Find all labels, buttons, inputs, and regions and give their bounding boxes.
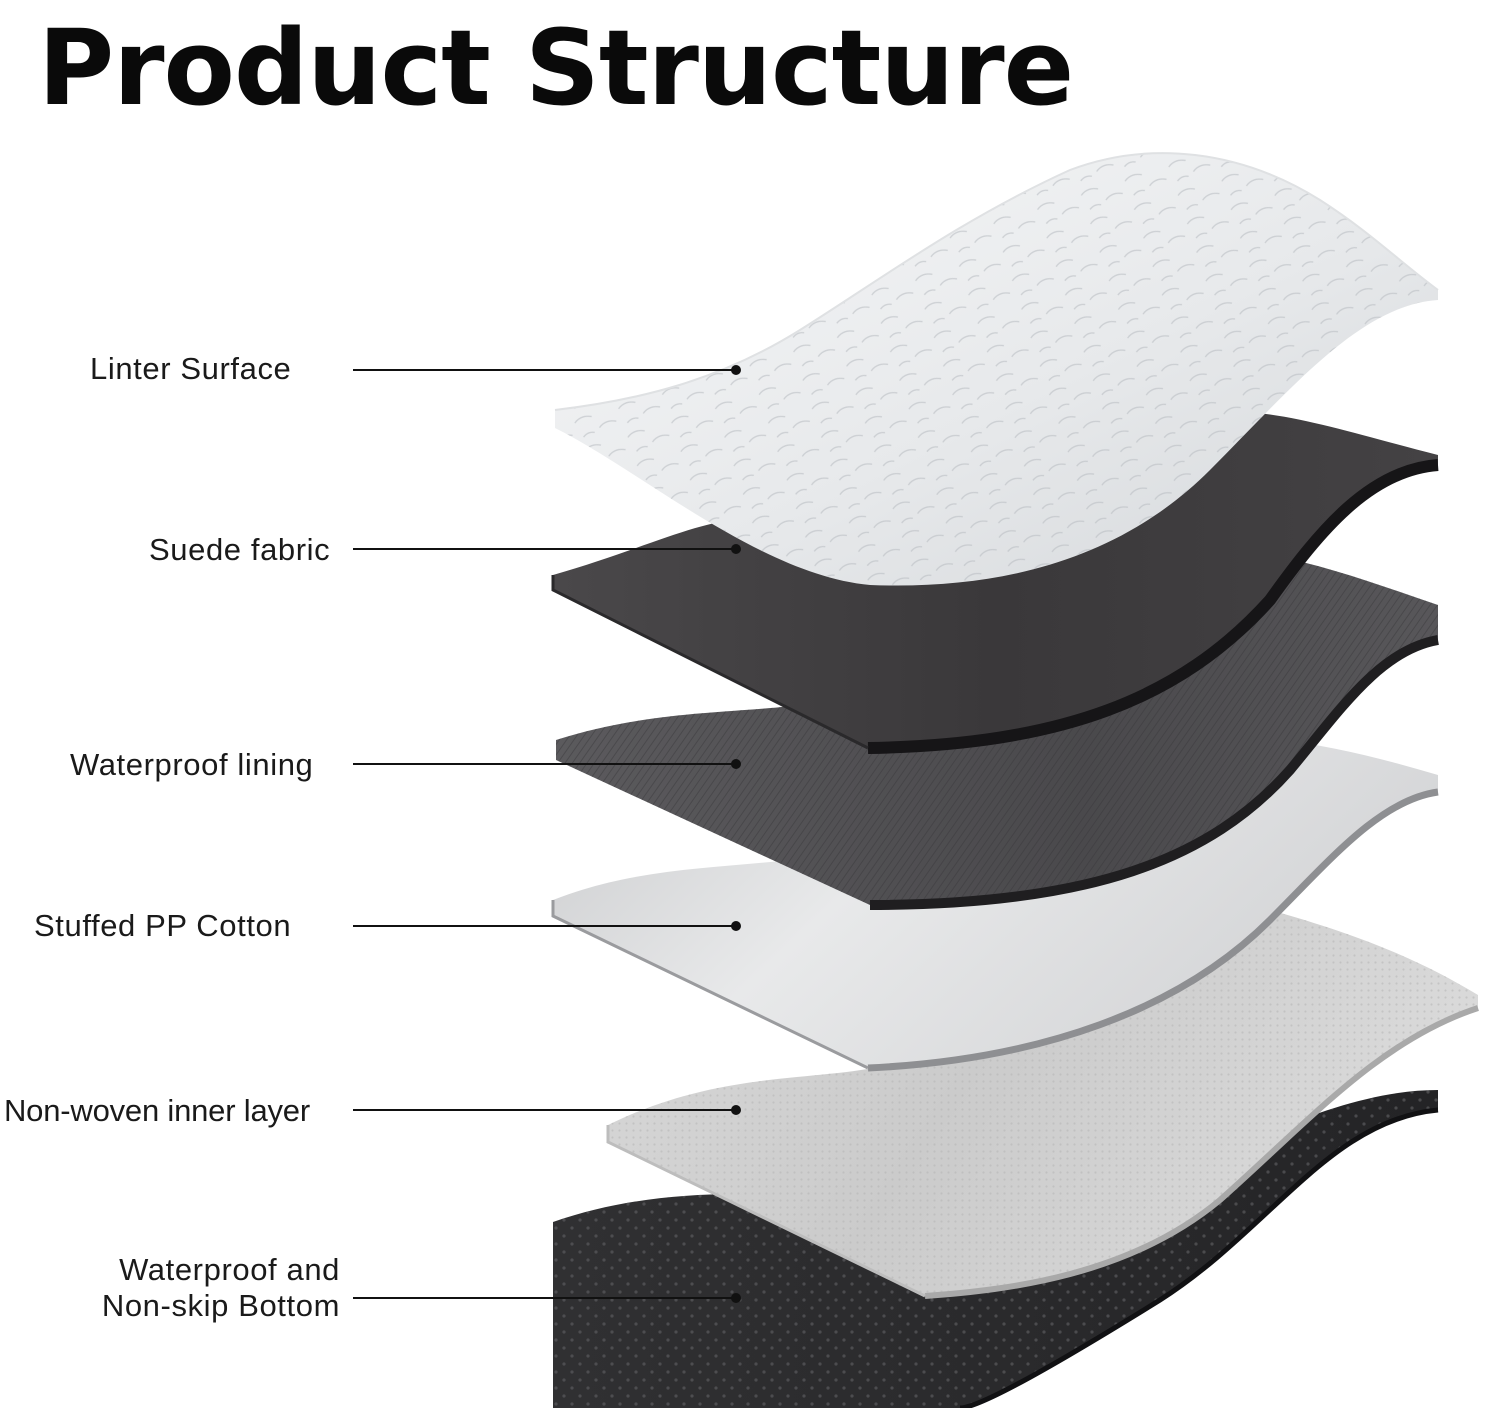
- label-non-woven-inner-layer: Non-woven inner layer: [4, 1093, 310, 1128]
- label-stuffed-pp-cotton: Stuffed PP Cotton: [34, 908, 292, 943]
- label-line-1: Waterproof and: [119, 1252, 340, 1287]
- label-waterproof-non-skip-bottom: Waterproof and Non-skip Bottom: [70, 1252, 340, 1324]
- leader-line-suede-fabric: [353, 544, 741, 554]
- page-title: Product Structure: [38, 7, 1074, 129]
- leader-line-waterproof-lining: [353, 759, 741, 769]
- layer-linter-surface: [554, 152, 1439, 586]
- label-line-2: Non-skip Bottom: [101, 1288, 340, 1323]
- leader-line-linter-surface: [353, 365, 741, 375]
- layer-non-woven-inner: [606, 902, 1479, 1299]
- leader-line-stuffed-pp-cotton: [353, 921, 741, 931]
- layer-suede-fabric: [551, 411, 1439, 754]
- label-waterproof-lining: Waterproof lining: [70, 747, 314, 782]
- leader-line-non-skip-bottom: [353, 1293, 741, 1303]
- label-suede-fabric: Suede fabric: [149, 532, 331, 567]
- label-linter-surface: Linter Surface: [90, 351, 292, 386]
- leader-line-non-woven-inner-layer: [353, 1105, 741, 1115]
